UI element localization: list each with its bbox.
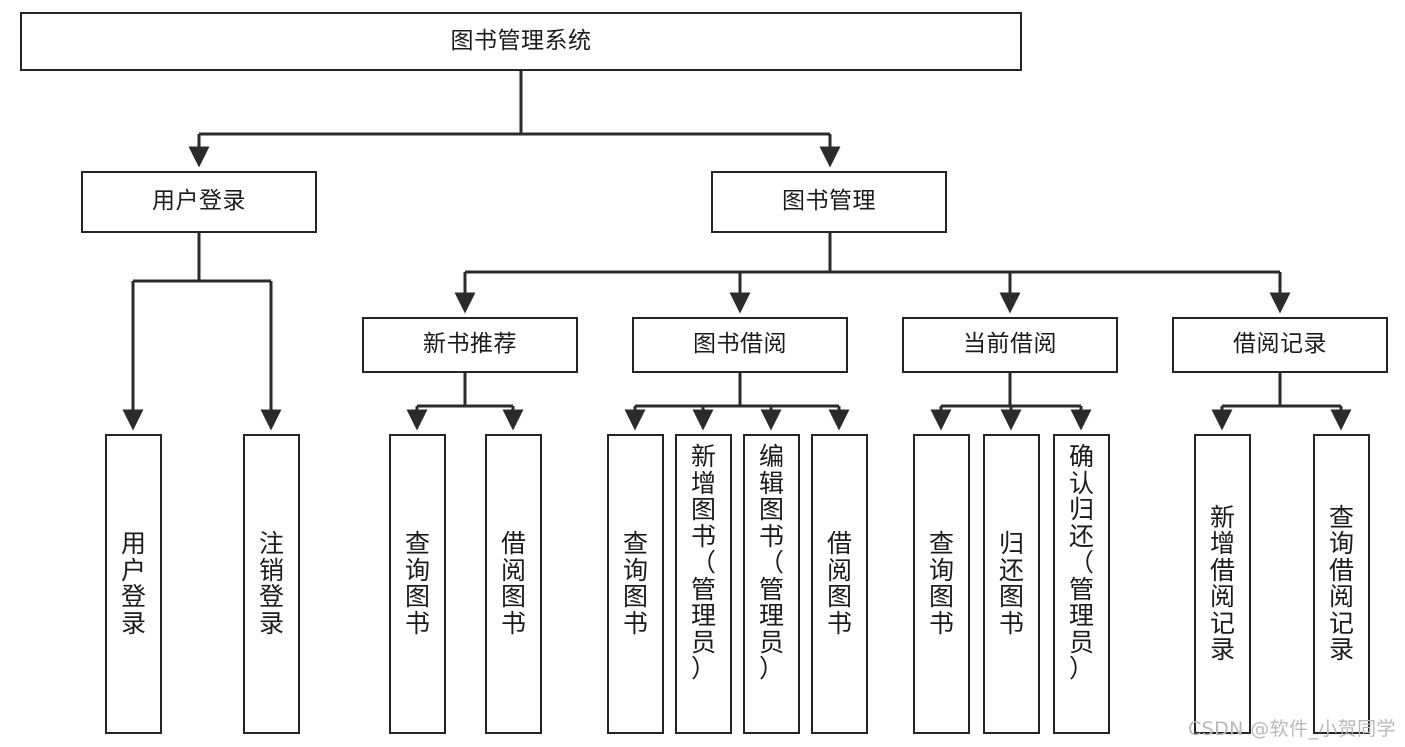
- leaf-borrow-book-2[interactable]: 借 阅 图 书: [811, 434, 868, 734]
- csdn-watermark: CSDN @软件_小贺同学: [1188, 718, 1396, 740]
- node-new-book-recommend[interactable]: 新书推荐: [362, 317, 578, 373]
- node-user-login[interactable]: 用户登录: [81, 171, 317, 233]
- leaf-user-login[interactable]: 用 户 登 录: [105, 434, 162, 734]
- node-new-book-recommend-label: 新书推荐: [423, 331, 517, 358]
- leaf-add-borrow-record[interactable]: 新 增 借 阅 记 录: [1194, 434, 1251, 734]
- leaf-user-login-label: 用 户 登 录: [120, 529, 146, 638]
- leaf-edit-book-admin-label: 编 辑 图 书 （ 管 理 员 ）: [758, 442, 784, 683]
- leaf-return-book-label: 归 还 图 书: [998, 529, 1024, 638]
- leaf-borrow-book-1[interactable]: 借 阅 图 书: [485, 434, 542, 734]
- node-borrow-record[interactable]: 借阅记录: [1172, 317, 1388, 373]
- node-root-label: 图书管理系统: [450, 27, 592, 54]
- node-user-login-label: 用户登录: [152, 188, 246, 215]
- node-book-management-label: 图书管理: [782, 188, 876, 215]
- leaf-edit-book-admin[interactable]: 编 辑 图 书 （ 管 理 员 ）: [743, 434, 800, 734]
- leaf-add-borrow-record-label: 新 增 借 阅 记 录: [1209, 502, 1235, 664]
- leaf-borrow-book-2-label: 借 阅 图 书: [826, 529, 852, 638]
- leaf-confirm-return-admin-label: 确 认 归 还 （ 管 理 员 ）: [1068, 442, 1094, 683]
- leaf-query-book-1-label: 查 询 图 书: [404, 529, 430, 638]
- leaf-query-book-3-label: 查 询 图 书: [928, 529, 954, 638]
- leaf-query-book-2[interactable]: 查 询 图 书: [607, 434, 664, 734]
- node-root-book-management-system[interactable]: 图书管理系统: [20, 12, 1022, 71]
- node-current-borrow[interactable]: 当前借阅: [902, 317, 1118, 373]
- leaf-add-book-admin[interactable]: 新 增 图 书 （ 管 理 员 ）: [675, 434, 732, 734]
- node-borrow-record-label: 借阅记录: [1233, 331, 1327, 358]
- leaf-query-borrow-record[interactable]: 查 询 借 阅 记 录: [1313, 434, 1370, 734]
- leaf-query-book-2-label: 查 询 图 书: [622, 529, 648, 638]
- leaf-return-book[interactable]: 归 还 图 书: [983, 434, 1040, 734]
- leaf-query-borrow-record-label: 查 询 借 阅 记 录: [1328, 502, 1354, 664]
- leaf-query-book-1[interactable]: 查 询 图 书: [389, 434, 446, 734]
- leaf-query-book-3[interactable]: 查 询 图 书: [913, 434, 970, 734]
- leaf-add-book-admin-label: 新 增 图 书 （ 管 理 员 ）: [690, 442, 716, 683]
- leaf-logout[interactable]: 注 销 登 录: [243, 434, 300, 734]
- node-book-borrow[interactable]: 图书借阅: [632, 317, 848, 373]
- leaf-borrow-book-1-label: 借 阅 图 书: [500, 529, 526, 638]
- leaf-confirm-return-admin[interactable]: 确 认 归 还 （ 管 理 员 ）: [1053, 434, 1110, 734]
- leaf-logout-label: 注 销 登 录: [258, 529, 284, 638]
- node-book-borrow-label: 图书借阅: [693, 331, 787, 358]
- node-current-borrow-label: 当前借阅: [963, 331, 1057, 358]
- node-book-management[interactable]: 图书管理: [711, 171, 947, 233]
